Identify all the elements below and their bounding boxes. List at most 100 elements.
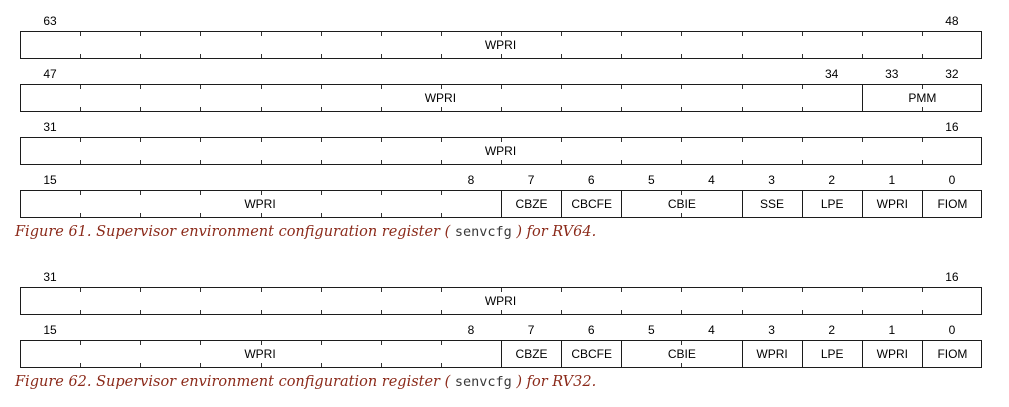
bit-tick-mark — [260, 213, 262, 217]
bit-tick-mark — [621, 85, 623, 89]
bit-tick-mark — [861, 310, 863, 314]
register-field: CBCFE — [561, 341, 621, 367]
bit-tick-mark — [80, 310, 82, 314]
bit-tick-mark — [320, 288, 322, 292]
bit-tick-mark — [561, 32, 563, 36]
bit-number-label: 6 — [587, 323, 595, 337]
register-field: FIOM — [921, 341, 982, 367]
bit-tick-mark — [801, 310, 803, 314]
bit-tick-mark — [681, 160, 683, 164]
bit-tick-mark — [380, 288, 382, 292]
bit-tick-mark — [380, 107, 382, 111]
register-field: FIOM — [921, 191, 982, 217]
bit-tick-mark — [140, 363, 142, 367]
bit-number-label: 7 — [527, 323, 535, 337]
bit-tick-mark — [320, 191, 322, 195]
bit-tick-mark — [621, 107, 623, 111]
register-field: WPRI — [484, 144, 517, 158]
bit-tick-mark — [741, 85, 743, 89]
bit-tick-mark — [260, 54, 262, 58]
bit-tick-mark — [380, 54, 382, 58]
caption-text: Figure 61. Supervisor environment config… — [15, 224, 455, 240]
bit-tick-mark — [80, 138, 82, 142]
bit-tick-mark — [320, 54, 322, 58]
register-field: LPE — [801, 191, 862, 217]
bit-tick-mark — [260, 32, 262, 36]
bit-tick-mark — [80, 85, 82, 89]
bit-number-label: 63 — [43, 14, 57, 28]
bit-number-label: 31 — [43, 270, 57, 284]
bit-tick-mark — [861, 32, 863, 36]
bit-tick-mark — [741, 54, 743, 58]
bit-tick-mark — [440, 54, 442, 58]
bit-tick-mark — [200, 288, 202, 292]
bit-tick-mark — [501, 85, 502, 89]
bit-tick-mark — [501, 32, 502, 36]
bit-tick-mark — [741, 32, 743, 36]
bit-tick-mark — [861, 288, 863, 292]
bit-tick-mark — [320, 341, 322, 345]
bit-tick-mark — [681, 191, 683, 195]
bit-tick-mark — [741, 288, 743, 292]
register-field: WPRI — [741, 341, 802, 367]
bit-tick-mark — [380, 310, 382, 314]
caption-text: ) for RV64. — [511, 224, 597, 240]
bit-tick-mark — [140, 138, 142, 142]
bit-tick-mark — [440, 213, 442, 217]
bit-tick-mark — [440, 85, 442, 89]
bit-tick-mark — [801, 160, 803, 164]
bit-tick-mark — [440, 310, 442, 314]
bit-tick-mark — [440, 341, 442, 345]
bit-tick-mark — [320, 85, 322, 89]
bit-tick-mark — [380, 138, 382, 142]
bit-tick-mark — [140, 32, 142, 36]
bit-tick-mark — [561, 310, 563, 314]
bit-tick-mark — [260, 288, 262, 292]
bit-tick-mark — [380, 213, 382, 217]
bit-tick-mark — [921, 85, 923, 89]
bit-number-label: 4 — [708, 173, 715, 187]
figure-caption: Figure 61. Supervisor environment config… — [15, 224, 596, 240]
bit-tick-mark — [140, 191, 142, 195]
bit-tick-mark — [621, 138, 623, 142]
bit-tick-mark — [921, 138, 923, 142]
bit-tick-mark — [380, 160, 382, 164]
register-field: WPRI — [861, 341, 922, 367]
bit-tick-mark — [801, 85, 803, 89]
bit-tick-mark — [320, 138, 322, 142]
bit-tick-mark — [501, 138, 502, 142]
bit-tick-mark — [621, 54, 623, 58]
bit-tick-mark — [260, 160, 262, 164]
bit-number-label: 7 — [527, 173, 535, 187]
bit-tick-mark — [681, 32, 683, 36]
bit-tick-mark — [380, 191, 382, 195]
bit-tick-mark — [861, 160, 863, 164]
caption-text: Figure 62. Supervisor environment config… — [15, 374, 455, 390]
bit-tick-mark — [561, 288, 563, 292]
bit-tick-mark — [320, 310, 322, 314]
bit-tick-mark — [380, 363, 382, 367]
bit-tick-mark — [80, 107, 82, 111]
caption-code: senvcfg — [454, 374, 512, 390]
bit-number-label: 0 — [948, 323, 956, 337]
bit-tick-mark — [741, 160, 743, 164]
bit-tick-mark — [80, 160, 82, 164]
bit-number-label: 6 — [587, 173, 595, 187]
bit-tick-mark — [260, 310, 262, 314]
bit-tick-mark — [440, 107, 442, 111]
bit-tick-mark — [861, 138, 863, 142]
bit-tick-mark — [440, 32, 442, 36]
bit-tick-mark — [80, 213, 82, 217]
bit-tick-mark — [561, 107, 563, 111]
bit-number-label: 34 — [825, 67, 839, 81]
bit-tick-mark — [200, 85, 202, 89]
bit-tick-mark — [681, 288, 683, 292]
bit-tick-mark — [140, 85, 142, 89]
bit-number-label: 2 — [828, 173, 836, 187]
bit-tick-mark — [260, 363, 262, 367]
bit-tick-mark — [561, 138, 563, 142]
bit-tick-mark — [681, 85, 683, 89]
bit-tick-mark — [440, 138, 442, 142]
bit-number-label: 8 — [467, 173, 475, 187]
